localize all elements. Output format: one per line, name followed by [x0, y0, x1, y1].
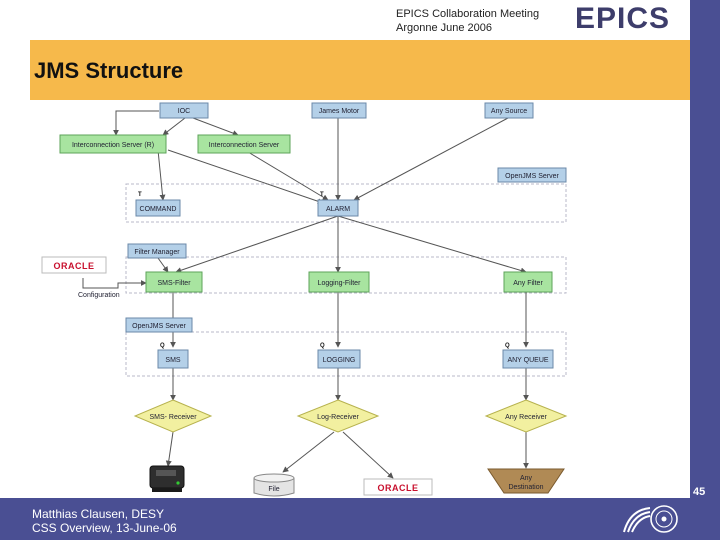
- openjms-server-1-node: OpenJMS Server: [497, 167, 567, 183]
- any-destination-line1: Any: [520, 475, 533, 482]
- oracle-log-label: ORACLE: [378, 483, 419, 493]
- filter-manager-label: Filter Manager: [134, 249, 180, 256]
- sms-modem-icon: [149, 465, 185, 492]
- james-motor-label: James Motor: [319, 108, 360, 115]
- interconnection-server-node: Interconnection Server: [197, 134, 291, 154]
- logging-label: LOGGING: [323, 357, 356, 364]
- any-filter-label: Any Filter: [513, 280, 543, 287]
- logging-filter-node: Logging-Filter: [308, 271, 370, 293]
- openjms-region-2: [125, 331, 567, 377]
- any-receiver-label: Any Receiver: [505, 414, 547, 421]
- sms-label: SMS: [165, 357, 181, 364]
- meeting-line-2: Argonne June 2006: [396, 22, 493, 34]
- any-destination-line2: Destination: [508, 484, 543, 491]
- jms-structure-diagram: IOC James Motor Any Source Interconnecti…: [38, 100, 568, 498]
- any-queue-label: ANY QUEUE: [507, 357, 548, 364]
- any-receiver-node: Any Receiver: [484, 399, 568, 433]
- openjms-server-2-label: OpenJMS Server: [132, 323, 186, 330]
- command-topic-tag: T: [138, 192, 142, 198]
- footer-subtitle: CSS Overview, 13-June-06: [32, 521, 177, 535]
- right-frame-bar: [690, 0, 720, 540]
- epics-brand: EPICS: [575, 2, 671, 35]
- log-receiver-node: Log-Receiver: [296, 399, 380, 433]
- interconnection-server-label: Interconnection Server: [209, 142, 280, 149]
- footer-bar: [0, 498, 720, 540]
- header-band: [0, 0, 720, 40]
- sms-receiver-node: SMS- Receiver: [133, 399, 213, 433]
- alarm-topic-node: T ALARM: [317, 192, 359, 217]
- file-label: File: [268, 486, 279, 493]
- slide-title: JMS Structure: [34, 58, 184, 83]
- any-queue-tag: Q: [505, 343, 510, 349]
- filter-region: [125, 256, 567, 294]
- filter-manager-node: Filter Manager: [127, 243, 187, 259]
- logging-queue-tag: Q: [320, 343, 325, 349]
- file-storage-icon: File: [253, 473, 295, 497]
- openjms-server-1-label: OpenJMS Server: [505, 173, 559, 180]
- interconnection-server-r-label: Interconnection Server (R): [72, 142, 154, 149]
- any-destination-node: Any Destination: [487, 468, 565, 494]
- interconnection-server-r-node: Interconnection Server (R): [59, 134, 167, 154]
- sms-queue-node: Q SMS: [157, 343, 189, 369]
- sms-filter-node: SMS-Filter: [145, 271, 203, 293]
- alarm-topic-tag: T: [320, 192, 324, 198]
- configuration-label: Configuration: [78, 292, 120, 299]
- title-band: [30, 40, 690, 100]
- any-source-label: Any Source: [491, 108, 527, 115]
- ioc-node: IOC: [159, 102, 209, 119]
- desy-logo-icon: [620, 502, 684, 536]
- ioc-label: IOC: [178, 108, 190, 115]
- page-number: 45: [693, 486, 706, 498]
- log-receiver-label: Log-Receiver: [317, 414, 359, 421]
- meeting-line-1: EPICS Collaboration Meeting: [396, 8, 540, 20]
- oracle-config-logo: ORACLE: [41, 256, 107, 274]
- sms-receiver-label: SMS- Receiver: [149, 414, 197, 421]
- logging-filter-label: Logging-Filter: [318, 280, 361, 287]
- footer-author: Matthias Clausen, DESY: [32, 507, 165, 521]
- james-motor-node: James Motor: [311, 102, 367, 119]
- sms-queue-tag: Q: [160, 343, 165, 349]
- alarm-label: ALARM: [326, 206, 350, 213]
- logging-queue-node: Q LOGGING: [317, 343, 361, 369]
- any-source-node: Any Source: [484, 102, 534, 119]
- sms-filter-label: SMS-Filter: [157, 280, 191, 287]
- oracle-log-logo: ORACLE: [363, 478, 433, 496]
- any-filter-node: Any Filter: [503, 271, 553, 293]
- openjms-region-1: [125, 183, 567, 223]
- command-label: COMMAND: [140, 206, 177, 213]
- any-queue-node: Q ANY QUEUE: [502, 343, 554, 369]
- oracle-config-label: ORACLE: [54, 261, 95, 271]
- command-topic-node: T COMMAND: [135, 192, 181, 217]
- openjms-server-2-node: OpenJMS Server: [125, 317, 193, 333]
